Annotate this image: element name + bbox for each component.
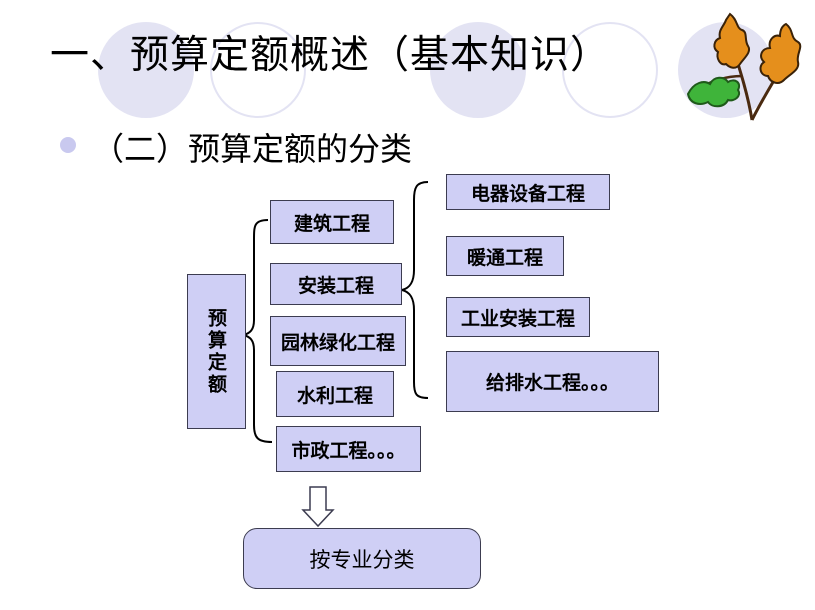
right-brace	[401, 181, 429, 399]
category-node-municipal: 市政工程。。。	[276, 426, 421, 472]
subcategory-node-hvac: 暖通工程	[446, 236, 564, 276]
category-node-landscaping: 园林绿化工程	[270, 316, 406, 366]
decorative-circle	[562, 22, 658, 118]
subcategory-node-electrical: 电器设备工程	[446, 174, 610, 210]
root-node: 预算定额	[187, 274, 246, 429]
decorative-circle	[210, 22, 306, 118]
subcategory-node-plumbing: 给排水工程。。。	[446, 351, 659, 412]
category-node-water-conservancy: 水利工程	[276, 371, 394, 417]
decorative-circle	[98, 22, 194, 118]
down-arrow-icon	[301, 486, 335, 528]
slide-title: 一、预算定额概述（基本知识）	[50, 33, 611, 78]
classification-basis-box: 按专业分类	[243, 528, 481, 589]
bullet-icon	[60, 137, 76, 153]
subcategory-node-industrial-installation: 工业安装工程	[446, 297, 590, 337]
decorative-circle	[430, 22, 526, 118]
category-node-construction: 建筑工程	[270, 200, 394, 244]
category-node-installation: 安装工程	[270, 263, 402, 305]
section-subtitle: （二）预算定额的分类	[92, 130, 413, 168]
left-brace	[240, 219, 273, 443]
oak-leaves-icon	[686, 12, 802, 121]
